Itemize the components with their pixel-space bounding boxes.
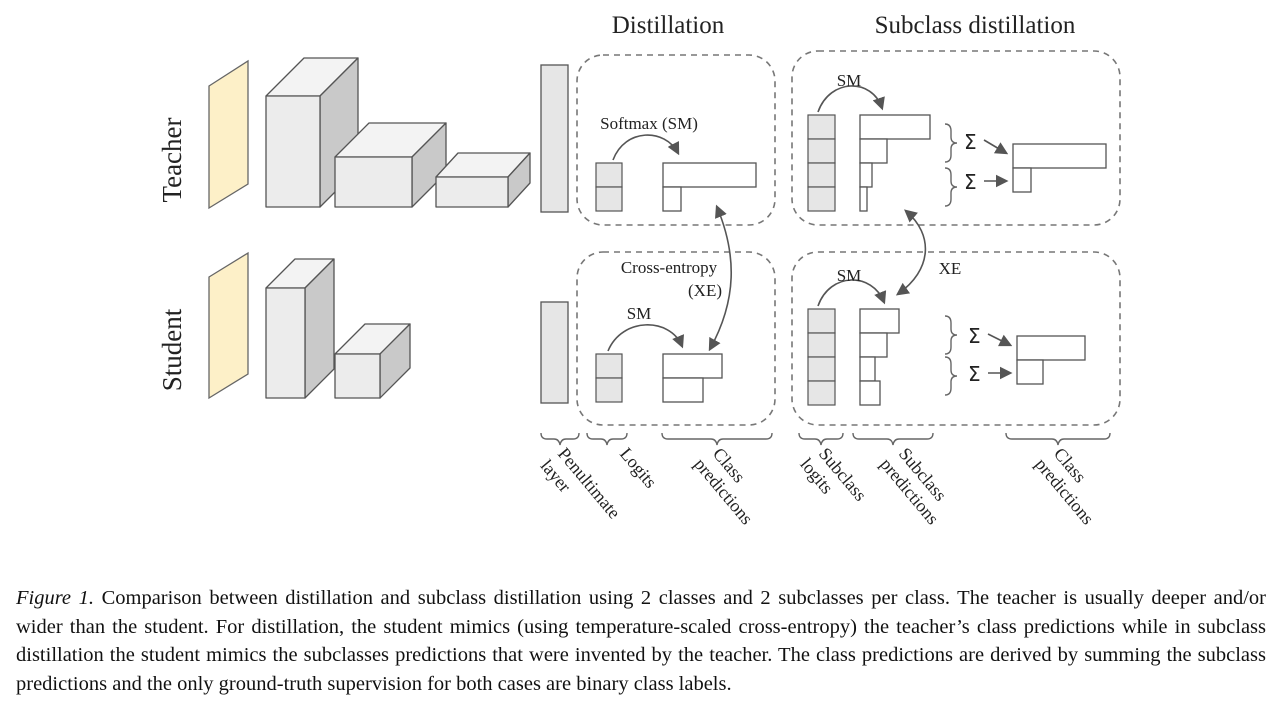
softmax-arrow-student xyxy=(607,324,684,352)
cross-entropy-arrow xyxy=(708,204,733,352)
student-input-plane xyxy=(208,251,249,400)
sum-arrow-student-1 xyxy=(987,333,1013,347)
sm-label-subclass-student: SM xyxy=(837,266,862,285)
brace-subclass-predictions xyxy=(852,432,934,446)
sm-arrow-subclass-student xyxy=(817,279,887,307)
teacher-layer-3 xyxy=(435,152,531,208)
student-penultimate-layer xyxy=(540,301,569,404)
sum-brace-student-2 xyxy=(944,356,958,396)
brace-penultimate xyxy=(540,432,580,446)
panel-distillation-student xyxy=(576,251,776,426)
teacher-input-plane xyxy=(208,59,249,210)
figure-caption: Figure 1. Comparison between distillatio… xyxy=(16,584,1266,698)
sum-brace-teacher-2 xyxy=(944,167,958,207)
label-penultimate-layer: Penultimate layer xyxy=(537,442,628,539)
header-subclass-distillation: Subclass distillation xyxy=(875,12,1076,39)
label-class-predictions: Class predictions xyxy=(690,441,773,529)
label-class-predictions-2: Class predictions xyxy=(1031,441,1114,529)
sm-label-student: SM xyxy=(627,304,652,323)
sigma-teacher-1: Σ xyxy=(964,130,977,154)
teacher-penultimate-layer xyxy=(540,64,569,213)
sigma-student-2: Σ xyxy=(968,362,981,386)
student-subclass-predictions xyxy=(859,308,900,406)
softmax-label: Softmax (SM) xyxy=(600,114,698,133)
teacher-logits xyxy=(595,162,623,212)
sigma-teacher-2: Σ xyxy=(964,170,977,194)
student-subclass-logits xyxy=(807,308,836,406)
brace-logits xyxy=(586,432,628,446)
teacher-subclass-logits xyxy=(807,114,836,212)
figure-diagram: Distillation Subclass distillation Teach… xyxy=(157,12,1121,539)
caption-label: Figure 1. xyxy=(16,587,94,609)
label-subclass-logits: Subclass logits xyxy=(796,441,873,522)
row-label-teacher: Teacher xyxy=(157,117,187,202)
brace-subclass-logits xyxy=(798,432,844,446)
caption-text: Comparison between distillation and subc… xyxy=(16,587,1267,695)
sigma-student-1: Σ xyxy=(968,324,981,348)
teacher-layer-2 xyxy=(334,122,447,208)
label-logits: Logits xyxy=(616,444,661,492)
student-subclass-class-predictions xyxy=(1016,335,1086,385)
teacher-class-predictions xyxy=(662,162,757,212)
label-subclass-predictions: Subclass predictions xyxy=(876,441,959,529)
student-layer-2 xyxy=(334,323,411,399)
cross-entropy-label: Cross-entropy xyxy=(621,258,718,277)
xe-label-subclass: XE xyxy=(939,259,962,278)
brace-class-predictions-2 xyxy=(1005,432,1111,446)
sm-arrow-subclass-teacher xyxy=(817,85,885,113)
student-class-predictions xyxy=(662,353,723,403)
teacher-subclass-predictions xyxy=(859,114,931,212)
xe-arrow-subclass xyxy=(895,209,927,296)
row-label-student: Student xyxy=(157,308,187,391)
xe-paren-label: (XE) xyxy=(688,281,722,300)
sm-label-subclass-teacher: SM xyxy=(837,71,862,90)
panel-subclass-student xyxy=(791,251,1121,426)
sum-brace-student-1 xyxy=(944,315,958,355)
student-layer-1 xyxy=(265,258,335,399)
softmax-arrow-teacher xyxy=(612,134,680,161)
teacher-subclass-class-predictions xyxy=(1012,143,1107,193)
panel-distillation-teacher xyxy=(576,54,776,226)
panel-subclass-teacher xyxy=(791,50,1121,226)
header-distillation: Distillation xyxy=(612,12,725,39)
student-logits xyxy=(595,353,623,403)
sum-arrow-teacher-1 xyxy=(983,139,1009,155)
brace-class-predictions xyxy=(661,432,773,446)
sum-brace-teacher-1 xyxy=(944,123,958,163)
